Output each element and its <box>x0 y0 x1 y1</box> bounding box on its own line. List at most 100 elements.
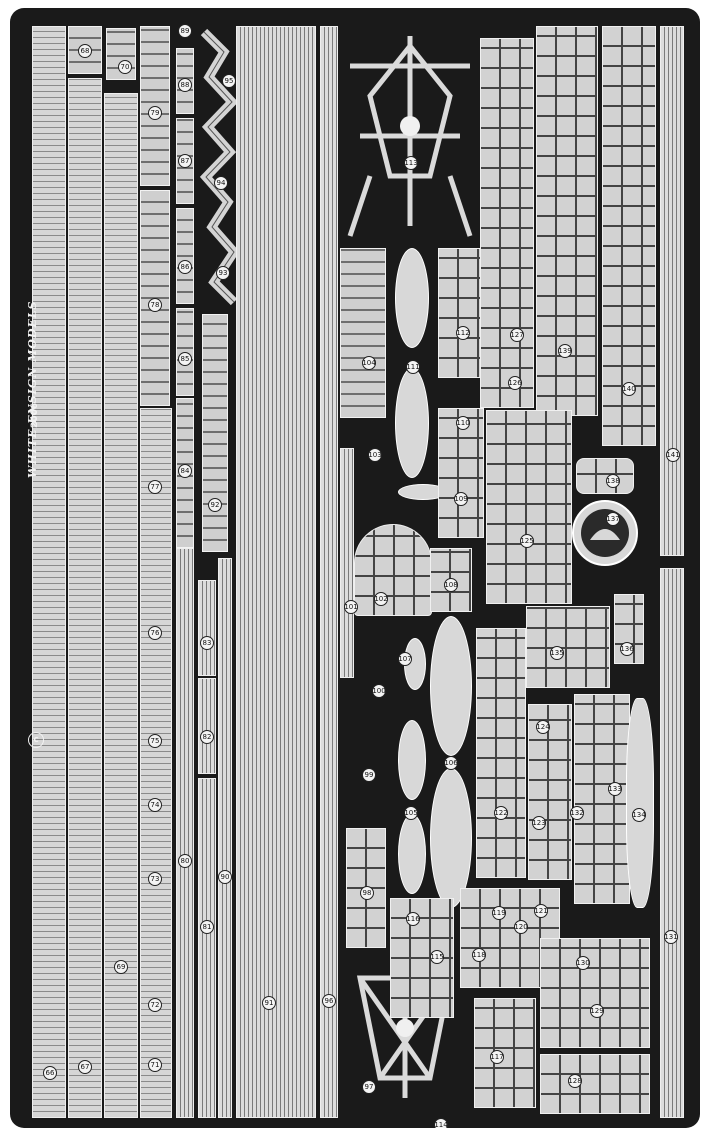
part-number-122: 122 <box>494 806 508 820</box>
part-134 <box>626 698 654 908</box>
ladder-parts-93-95 <box>199 28 240 306</box>
part-number-73: 73 <box>148 872 162 886</box>
part-number-138: 138 <box>606 474 620 488</box>
part-number-100: 100 <box>372 684 386 698</box>
rail-strip-83 <box>198 580 216 676</box>
part-number-103: 103 <box>368 448 382 462</box>
rail-strip-67 <box>68 78 102 1118</box>
maker-name: WHITE ENSIGN MODELS <box>26 300 39 478</box>
part-number-129: 129 <box>590 1004 604 1018</box>
rail-strip-81 <box>198 778 216 1118</box>
parts-132-133 <box>574 694 630 904</box>
part-number-124: 124 <box>536 720 550 734</box>
part-number-77: 77 <box>148 480 162 494</box>
part-number-134: 134 <box>632 808 646 822</box>
panel-104 <box>340 248 386 418</box>
parts-138 <box>576 458 634 494</box>
copyright-mark: c <box>28 732 44 748</box>
part-number-127: 127 <box>510 328 524 342</box>
parts-114-116 <box>390 898 454 1018</box>
part-number-71: 71 <box>148 1058 162 1072</box>
part-number-69: 69 <box>114 960 128 974</box>
part-number-67: 67 <box>78 1060 92 1074</box>
railing-sheet-91 <box>236 26 316 1118</box>
rail-strip-69 <box>104 93 138 1118</box>
part-number-110: 110 <box>456 416 470 430</box>
part-number-115: 115 <box>430 950 444 964</box>
part-number-140: 140 <box>622 382 636 396</box>
part-number-106: 106 <box>444 756 458 770</box>
part-number-96: 96 <box>322 994 336 1008</box>
part-number-78: 78 <box>148 298 162 312</box>
part-number-113: 113 <box>404 156 418 170</box>
part-number-74: 74 <box>148 798 162 812</box>
rail-strip-82 <box>198 678 216 774</box>
rail-strip-96 <box>320 26 338 1118</box>
part-number-88: 88 <box>178 78 192 92</box>
part-number-111: 111 <box>406 360 420 374</box>
parts-135 <box>526 606 610 688</box>
rail-strip-131 <box>660 568 684 1118</box>
part-number-80: 80 <box>178 854 192 868</box>
part-number-132: 132 <box>570 806 584 820</box>
panel-92 <box>202 314 228 552</box>
part-number-75: 75 <box>148 734 162 748</box>
parts-126-127 <box>480 38 534 408</box>
part-number-90: 90 <box>218 870 232 884</box>
part-number-123: 123 <box>532 816 546 830</box>
part-number-98: 98 <box>360 886 374 900</box>
part-number-120: 120 <box>514 920 528 934</box>
boat-111b <box>395 368 429 478</box>
part-number-105: 105 <box>404 806 418 820</box>
part-number-136: 136 <box>620 642 634 656</box>
part-number-86: 86 <box>178 260 192 274</box>
part-number-79: 79 <box>148 106 162 120</box>
part-number-83: 83 <box>200 636 214 650</box>
part-number-81: 81 <box>200 920 214 934</box>
boat-111a <box>395 248 429 348</box>
part-number-101: 101 <box>344 600 358 614</box>
boat-105a <box>398 720 426 800</box>
part-number-72: 72 <box>148 998 162 1012</box>
rail-strip-141 <box>660 26 684 556</box>
parts-117 <box>474 998 536 1108</box>
deck-grating-102 <box>354 524 432 616</box>
part-number-131: 131 <box>664 930 678 944</box>
part-number-91: 91 <box>262 996 276 1010</box>
part-number-133: 133 <box>608 782 622 796</box>
parts-108 <box>430 548 472 612</box>
boat-106a <box>430 616 472 756</box>
part-number-87: 87 <box>178 154 192 168</box>
photo-etch-fret: WHITE ENSIGN MODELS 2006 c 66 67 68 69 7… <box>10 8 700 1128</box>
part-number-128: 128 <box>568 1074 582 1088</box>
parts-123-124 <box>528 704 572 880</box>
part-number-137: 137 <box>606 512 620 526</box>
part-number-125: 125 <box>520 534 534 548</box>
part-number-94: 94 <box>214 176 228 190</box>
part-number-104: 104 <box>362 356 376 370</box>
part-number-139: 139 <box>558 344 572 358</box>
part-number-135: 135 <box>550 646 564 660</box>
part-number-114: 114 <box>434 1118 448 1128</box>
part-number-66: 66 <box>43 1066 57 1080</box>
part-number-141: 141 <box>666 448 680 462</box>
part-number-116: 116 <box>406 912 420 926</box>
sheet-year: 2006 <box>30 402 40 428</box>
parts-129-130 <box>540 938 650 1048</box>
ladder-140 <box>602 26 656 446</box>
hatch-panels-125 <box>486 410 572 604</box>
rail-strip-80 <box>176 548 194 1118</box>
part-number-108: 108 <box>444 578 458 592</box>
part-number-117: 117 <box>490 1050 504 1064</box>
parts-122 <box>476 628 526 878</box>
part-number-121: 121 <box>534 904 548 918</box>
parts-128 <box>540 1054 650 1114</box>
part-number-118: 118 <box>472 948 486 962</box>
parts-109 <box>438 408 484 538</box>
rail-strip-66 <box>32 26 66 1118</box>
parts-112 <box>438 248 484 378</box>
part-number-89: 89 <box>178 24 192 38</box>
part-number-76: 76 <box>148 626 162 640</box>
part-number-130: 130 <box>576 956 590 970</box>
part-number-126: 126 <box>508 376 522 390</box>
